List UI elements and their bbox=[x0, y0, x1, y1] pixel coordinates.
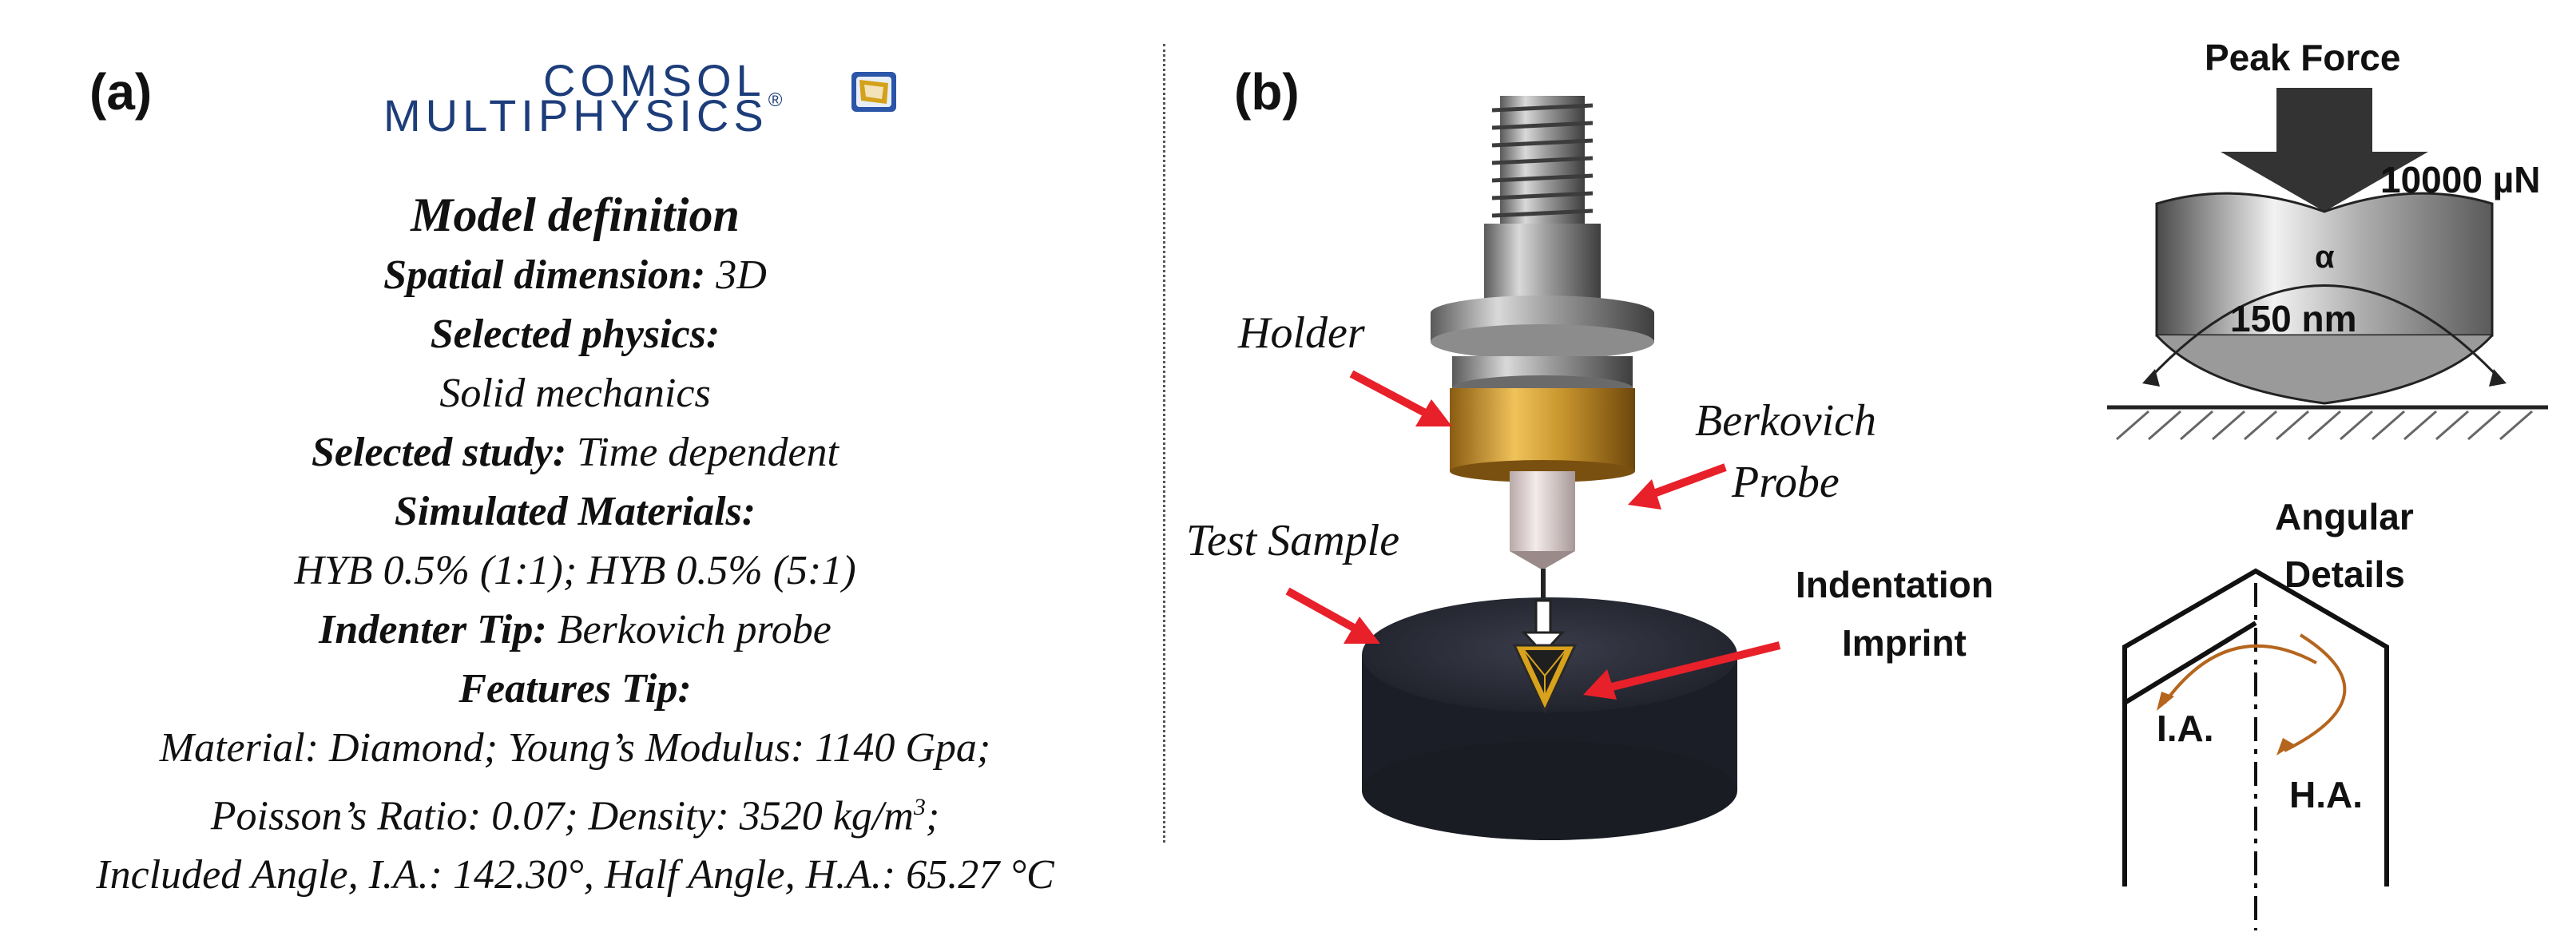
materials-value: HYB 0.5% (1:1); HYB 0.5% (5:1) bbox=[294, 548, 856, 593]
panel-a-label: (a) bbox=[89, 63, 153, 121]
indentation-label-line1: Indentation bbox=[1796, 564, 1994, 605]
angular-details-diagram bbox=[2122, 568, 2389, 930]
indentation-imprint-icon bbox=[1512, 644, 1578, 714]
berkovich-label-line2: Probe bbox=[1732, 458, 1840, 507]
panel-divider bbox=[1163, 44, 1165, 843]
logo-line1: COMSOL bbox=[543, 55, 766, 105]
indent-direction-arrow bbox=[1521, 599, 1566, 656]
features-line3: Included Angle, I.A.: 142.30°, Half Angl… bbox=[96, 852, 1054, 898]
test-sample-label: Test Sample bbox=[1186, 516, 1400, 565]
logo-line2: MULTIPHYSICS® bbox=[383, 89, 788, 141]
probe-holder-assembly bbox=[1431, 96, 1654, 601]
model-definition: Model definition Spatial dimension: 3D S… bbox=[0, 184, 1150, 905]
callout-arrows bbox=[1285, 370, 1781, 700]
features-line2: Poisson’s Ratio: 0.07; Density: 3520 kg/… bbox=[210, 793, 940, 839]
angular-title-line1: Angular bbox=[2275, 496, 2414, 537]
model-definition-title: Model definition bbox=[411, 188, 740, 241]
selected-study: Selected study: Time dependent bbox=[312, 430, 839, 475]
peak-force-inset bbox=[2107, 88, 2548, 441]
features-line1: Material: Diamond; Young’s Modulus: 1140… bbox=[159, 725, 991, 771]
angular-title-line2: Details bbox=[2284, 553, 2405, 595]
indentation-label-line2: Imprint bbox=[1842, 622, 1967, 664]
panel-b-label: (b) bbox=[1234, 63, 1300, 121]
comsol-cube-icon bbox=[851, 72, 896, 112]
alpha-label: α bbox=[2315, 240, 2335, 275]
peak-force-title: Peak Force bbox=[2205, 37, 2401, 78]
features-label: Features Tip: bbox=[458, 666, 692, 712]
holder-label: Holder bbox=[1238, 308, 1365, 358]
ha-label: H.A. bbox=[2289, 774, 2363, 815]
comsol-logo: COMSOL MULTIPHYSICS® bbox=[375, 32, 939, 141]
depth-label: 150 nm bbox=[2230, 298, 2357, 339]
spatial-dimension: Spatial dimension: 3D bbox=[383, 252, 767, 298]
peak-force-value: 10000 µN bbox=[2380, 159, 2541, 200]
berkovich-label-line1: Berkovich bbox=[1695, 396, 1876, 446]
physics-label: Selected physics: bbox=[430, 311, 720, 357]
indenter-tip: Indenter Tip: Berkovich probe bbox=[319, 607, 832, 652]
materials-label: Simulated Materials: bbox=[394, 489, 756, 534]
ia-label: I.A. bbox=[2157, 708, 2214, 749]
physics-value: Solid mechanics bbox=[439, 371, 711, 416]
